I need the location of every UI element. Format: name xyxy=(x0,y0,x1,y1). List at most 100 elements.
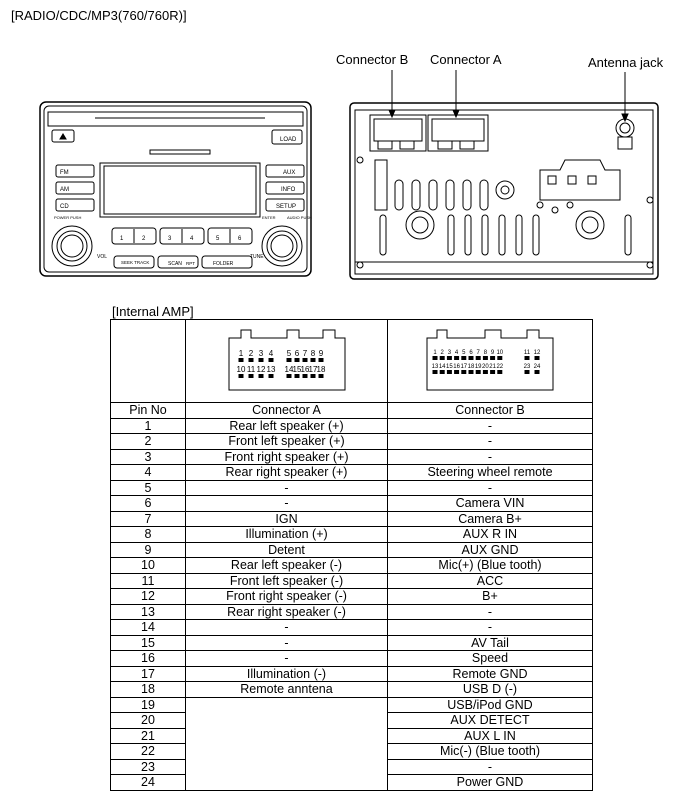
table-row: 14-- xyxy=(110,619,593,636)
pin-label: 2 xyxy=(441,350,445,356)
table-row: 6-Camera VIN xyxy=(110,495,593,512)
table-header-row: Pin No Connector A Connector B xyxy=(110,402,593,419)
pin-mark xyxy=(302,373,307,378)
connector-b-cell: USB D (-) xyxy=(387,681,593,698)
pin-mark xyxy=(439,355,445,360)
connector-a-cell: Rear right speaker (-) xyxy=(185,603,388,620)
pin-label: 2 xyxy=(248,349,253,358)
pin-label: 3 xyxy=(258,349,263,358)
pin-label: 8 xyxy=(310,349,315,358)
radio-rear-panel xyxy=(349,102,659,280)
pin-label: 3 xyxy=(448,350,452,356)
connector-a-callout: Connector A xyxy=(430,52,502,67)
pin-no-cell: 11 xyxy=(110,572,186,589)
pin-label: 14 xyxy=(284,365,293,374)
connector-b-cell: - xyxy=(387,448,593,465)
pin-no-cell: 3 xyxy=(110,448,186,465)
pin-no-cell: 13 xyxy=(110,603,186,620)
scan-label: SCAN xyxy=(168,261,182,267)
connector-a-cell: Detent xyxy=(185,541,388,558)
pin-no-cell: 22 xyxy=(110,743,186,760)
preset-2-label: 2 xyxy=(142,236,146,242)
connector-a-block xyxy=(427,114,489,152)
pin-mark xyxy=(286,357,291,362)
connector-b-cell: Steering wheel remote xyxy=(387,464,593,481)
pin-label: 12 xyxy=(534,350,541,356)
pin-mark xyxy=(302,357,307,362)
pin-mark xyxy=(294,357,299,362)
pin-mark xyxy=(490,369,496,374)
pin-label: 4 xyxy=(268,349,273,358)
pin-label: 1 xyxy=(238,349,243,358)
cd-button-label: CD xyxy=(60,204,69,210)
connector-b-cell: - xyxy=(387,479,593,496)
pin-mark xyxy=(318,357,323,362)
connector-b-header: Connector B xyxy=(387,402,593,419)
pin-label: 18 xyxy=(468,364,475,370)
connector-a-cell: Rear left speaker (-) xyxy=(185,557,388,574)
preset-5-label: 5 xyxy=(216,236,220,242)
pin-label: 15 xyxy=(446,364,453,370)
pin-label: 8 xyxy=(484,350,488,356)
pin-label: 11 xyxy=(524,350,531,356)
pin-label: 7 xyxy=(302,349,307,358)
connector-b-cell: - xyxy=(387,619,593,636)
pin-label: 24 xyxy=(534,364,541,370)
pin-mark xyxy=(446,369,452,374)
pin-no-cell: 20 xyxy=(110,712,186,729)
connector-b-cell: - xyxy=(387,603,593,620)
pin-mark xyxy=(524,355,530,360)
pin-label: 5 xyxy=(286,349,291,358)
connector-b-cell: Camera VIN xyxy=(387,495,593,512)
connector-a-cell: - xyxy=(185,479,388,496)
pin-mark xyxy=(268,373,273,378)
table-row: 16-Speed xyxy=(110,650,593,667)
table-row: 15-AV Tail xyxy=(110,634,593,651)
pin-mark xyxy=(238,357,243,362)
radio-illustrations: LOAD FM AM CD AUX INFO SETUP POWER PUSH … xyxy=(39,70,659,280)
connector-a-cell: Front right speaker (+) xyxy=(185,448,388,465)
pin-no-cell: 12 xyxy=(110,588,186,605)
pin-label: 5 xyxy=(462,350,466,356)
connector-a-cell: Remote anntena xyxy=(185,681,388,698)
pin-label: 20 xyxy=(482,364,489,370)
pin-no-cell: 21 xyxy=(110,727,186,744)
pin-mark xyxy=(446,355,452,360)
connector-a-cell: Front left speaker (-) xyxy=(185,572,388,589)
pin-no-cell: 9 xyxy=(110,541,186,558)
pin-mark xyxy=(524,369,530,374)
pin-label: 22 xyxy=(496,364,503,370)
connector-a-cell: - xyxy=(185,619,388,636)
pin-label: 14 xyxy=(439,364,446,370)
connector-b-cell: - xyxy=(387,758,593,775)
pin-mark xyxy=(497,369,503,374)
pin-label: 19 xyxy=(475,364,482,370)
preset-1-label: 1 xyxy=(120,236,124,242)
connector-b-cell: Mic(-) (Blue tooth) xyxy=(387,743,593,760)
connector-b-cell: Camera B+ xyxy=(387,510,593,527)
pin-no-cell: 23 xyxy=(110,758,186,775)
connector-a-empty-cell xyxy=(185,696,388,791)
volume-knob xyxy=(51,225,93,267)
connector-b-cell: AUX GND xyxy=(387,541,593,558)
preset-4-label: 4 xyxy=(190,236,194,242)
pin-no-cell: 19 xyxy=(110,696,186,713)
pin-label: 13 xyxy=(432,364,439,370)
pin-no-header: Pin No xyxy=(110,402,186,419)
pin-mark xyxy=(258,373,263,378)
connector-a-cell: Illumination (-) xyxy=(185,665,388,682)
pin-label: 6 xyxy=(294,349,299,358)
pin-mark xyxy=(475,369,481,374)
pin-mark xyxy=(248,357,253,362)
connector-b-cell: ACC xyxy=(387,572,593,589)
pin-mark xyxy=(310,373,315,378)
pin-label: 23 xyxy=(524,364,531,370)
preset-buttons xyxy=(111,227,253,245)
